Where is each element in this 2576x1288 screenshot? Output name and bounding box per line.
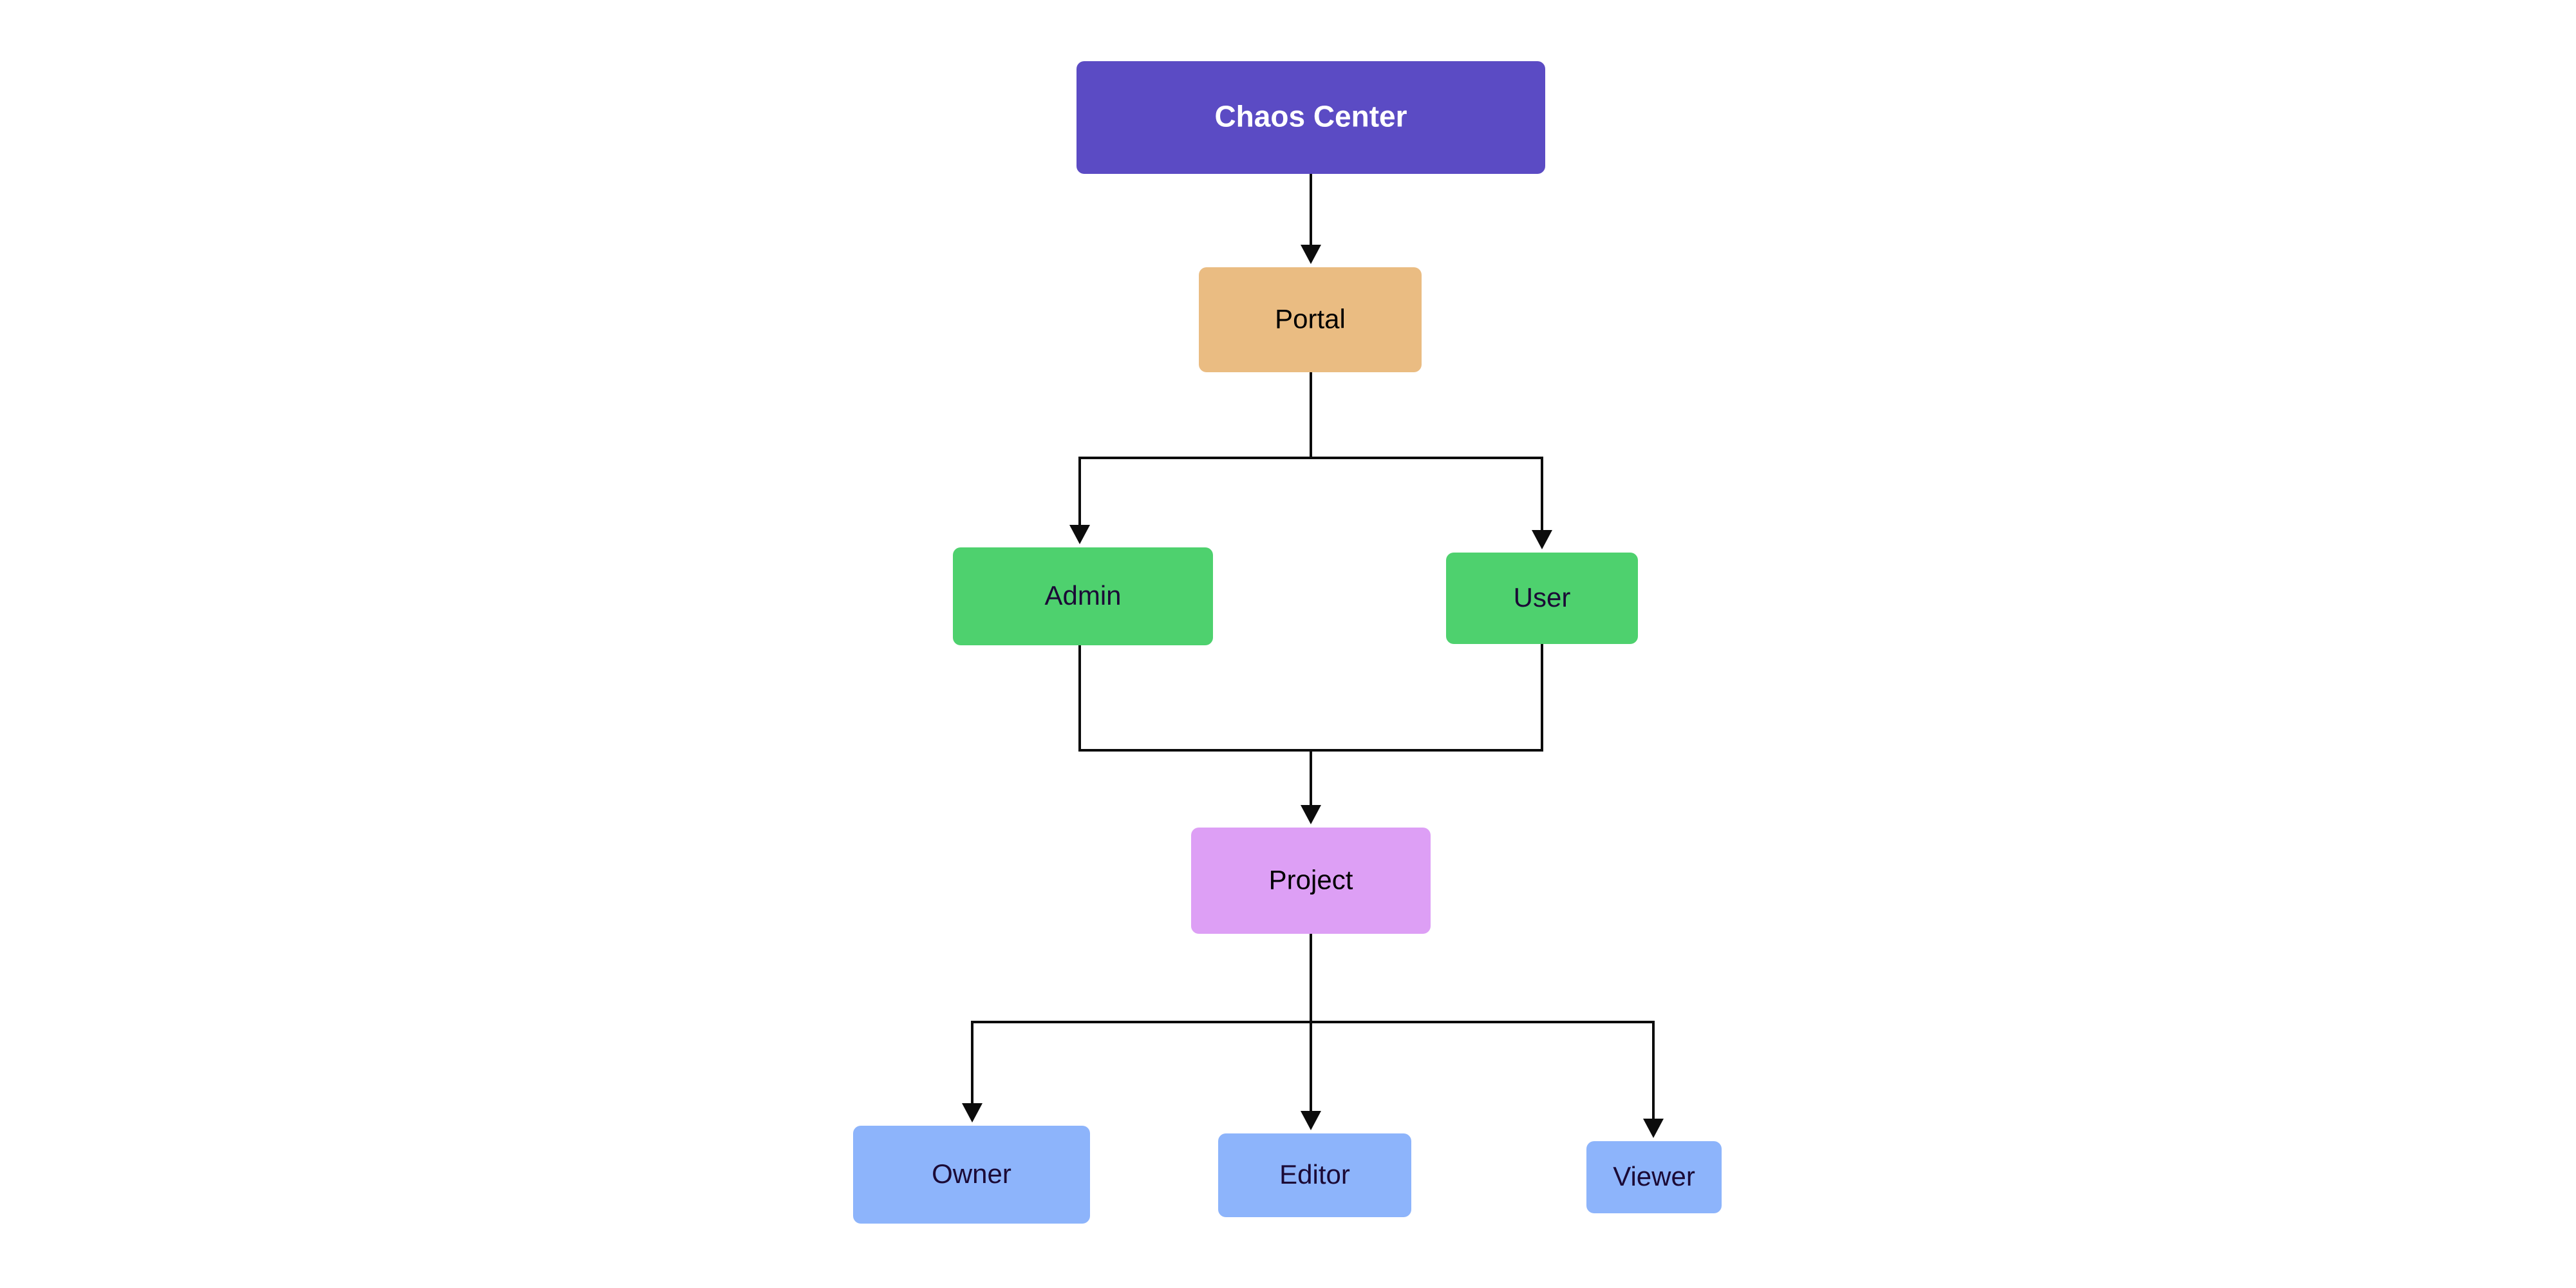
edge-line bbox=[971, 934, 1312, 1113]
edge-connector bbox=[1069, 372, 1312, 544]
node-editor[interactable]: Editor bbox=[1218, 1133, 1411, 1217]
edge-line bbox=[1311, 644, 1543, 752]
edge-connector bbox=[962, 934, 1312, 1122]
arrowhead-icon bbox=[962, 1103, 982, 1122]
node-portal[interactable]: Portal bbox=[1199, 267, 1422, 372]
node-label-owner: Owner bbox=[932, 1159, 1011, 1189]
node-viewer[interactable]: Viewer bbox=[1586, 1141, 1722, 1213]
node-label-project: Project bbox=[1269, 865, 1353, 895]
node-box-project[interactable] bbox=[1191, 828, 1431, 934]
node-label-portal: Portal bbox=[1275, 304, 1346, 334]
arrowhead-icon bbox=[1301, 1111, 1321, 1130]
edge-connector bbox=[1078, 645, 1321, 824]
node-label-user: User bbox=[1514, 582, 1571, 612]
node-project[interactable]: Project bbox=[1191, 828, 1431, 934]
arrowhead-icon bbox=[1301, 805, 1321, 824]
node-label-viewer: Viewer bbox=[1613, 1161, 1695, 1191]
node-box-owner[interactable] bbox=[853, 1126, 1090, 1224]
node-label-admin: Admin bbox=[1044, 580, 1121, 611]
node-admin[interactable]: Admin bbox=[953, 547, 1213, 645]
edge-connector bbox=[1311, 644, 1543, 752]
edge-line bbox=[1078, 645, 1312, 815]
node-chaos-center[interactable]: Chaos Center bbox=[1076, 61, 1545, 174]
arrowhead-icon bbox=[1301, 245, 1321, 264]
node-owner[interactable]: Owner bbox=[853, 1126, 1090, 1224]
edge-connector bbox=[1301, 174, 1321, 264]
node-user[interactable]: User bbox=[1446, 553, 1638, 644]
node-box-editor[interactable] bbox=[1218, 1133, 1411, 1217]
edge-connector bbox=[1301, 1022, 1321, 1130]
node-label-chaos-center: Chaos Center bbox=[1214, 100, 1407, 133]
arrowhead-icon bbox=[1643, 1119, 1664, 1138]
arrowhead-icon bbox=[1069, 525, 1090, 544]
node-box-viewer[interactable] bbox=[1586, 1141, 1722, 1213]
edges-layer bbox=[962, 174, 1664, 1138]
edge-line bbox=[1078, 372, 1312, 535]
node-label-editor: Editor bbox=[1279, 1159, 1350, 1189]
node-box-admin[interactable] bbox=[953, 547, 1213, 645]
arrowhead-icon bbox=[1532, 530, 1552, 549]
node-box-user[interactable] bbox=[1446, 553, 1638, 644]
node-box-chaos-center[interactable] bbox=[1076, 61, 1545, 174]
edge-connector bbox=[1310, 372, 1552, 549]
edge-line bbox=[1310, 372, 1543, 540]
edge-connector bbox=[1311, 1021, 1664, 1138]
edge-line bbox=[1311, 1021, 1655, 1128]
node-box-portal[interactable] bbox=[1199, 267, 1422, 372]
